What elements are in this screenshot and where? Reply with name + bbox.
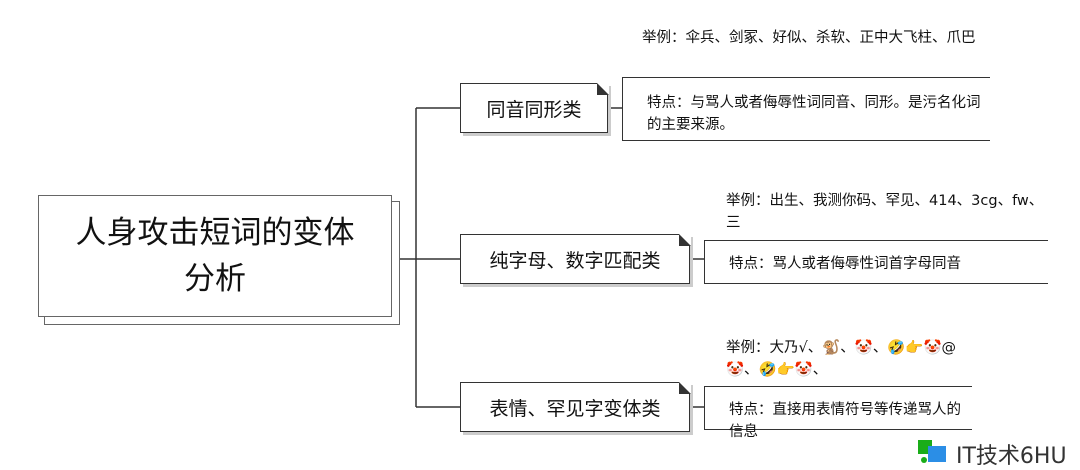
fold-corner — [596, 82, 609, 95]
wechat-logo-icon — [916, 438, 968, 466]
root-node: 人身攻击短词的变体分析 — [38, 195, 400, 325]
example-emoji-rare: 举例：大乃√、🐒、🤡、🤣👉🤡@🤡、🤣👉🤡、 — [726, 340, 957, 378]
feature-text: 特点：骂人或者侮辱性词首字母同音 — [729, 256, 961, 272]
branch-letter-number: 纯字母、数字匹配类 — [460, 233, 691, 284]
branch-emoji-rare: 表情、罕见字变体类 — [460, 381, 691, 432]
fold-corner — [678, 233, 691, 246]
feature-text: 特点：直接用表情符号等传递骂人的信息 — [729, 402, 961, 440]
feature-homophone: 特点：与骂人或者侮辱性词同音、同形。是污名化词的主要来源。 — [622, 77, 990, 141]
example-letter-number: 举例：出生、我测你码、罕见、414、3cg、fw、三 — [726, 193, 1044, 231]
feature-emoji-rare: 特点：直接用表情符号等传递骂人的信息 — [704, 386, 972, 440]
feature-letter-number: 特点：骂人或者侮辱性词首字母同音 — [704, 240, 1048, 284]
branch-label: 表情、罕见字变体类 — [489, 397, 661, 420]
example-homophone: 举例：伞兵、剑冢、好似、杀软、正中大飞柱、爪巴 — [642, 30, 976, 46]
fold-corner — [678, 381, 691, 394]
feature-text: 特点：与骂人或者侮辱性词同音、同形。是污名化词的主要来源。 — [647, 95, 981, 133]
branch-label: 同音同形类 — [486, 98, 582, 121]
branch-label: 纯字母、数字匹配类 — [489, 249, 661, 272]
root-title: 人身攻击短词的变体分析 — [38, 195, 392, 317]
branch-homophone: 同音同形类 — [460, 82, 609, 133]
watermark-text: IT技术6HU — [956, 444, 1067, 469]
